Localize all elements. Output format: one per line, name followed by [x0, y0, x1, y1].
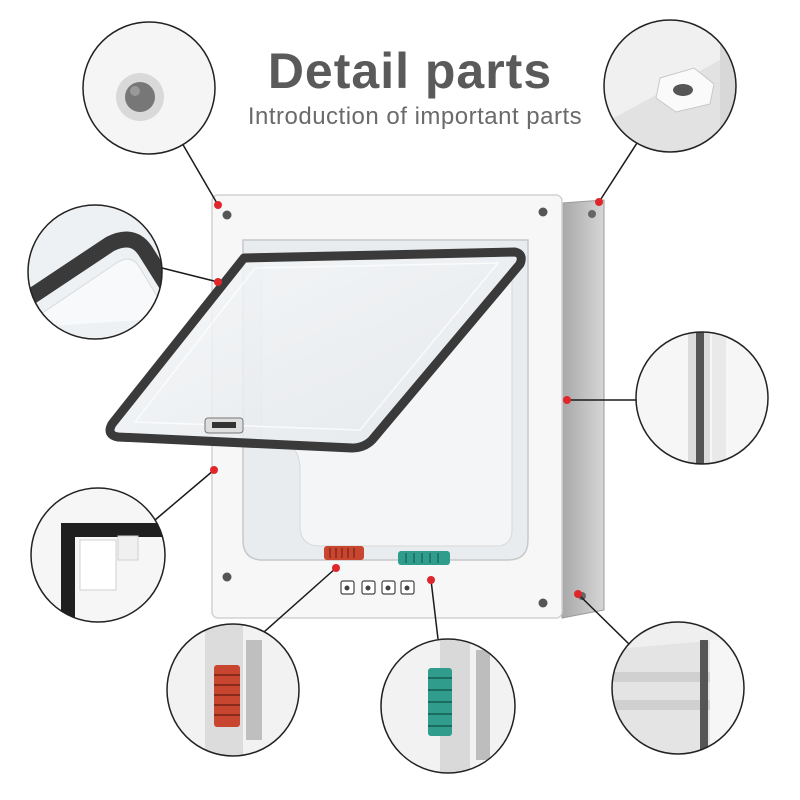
screw-hole — [538, 207, 548, 217]
page-title: Detail parts — [267, 43, 553, 99]
spacer-detail — [603, 19, 737, 153]
screw-hole — [222, 572, 232, 582]
screw-hole-detail — [82, 21, 216, 155]
detail-markers — [210, 198, 603, 598]
red-lock-detail — [166, 623, 300, 757]
flap-corner-detail — [30, 487, 166, 623]
frame-side-seal-detail — [635, 331, 769, 465]
cat-flap — [105, 194, 605, 619]
green-lock — [398, 551, 450, 565]
tunnel-rail-detail — [611, 621, 745, 755]
transparent-flap — [105, 247, 526, 453]
brush-seal-detail — [27, 204, 163, 340]
lock-controls — [324, 546, 450, 595]
leader-lines — [154, 142, 638, 646]
screw-hole — [222, 210, 232, 220]
screw-hole — [538, 598, 548, 608]
green-lock-detail — [380, 638, 516, 774]
page-subtitle: Introduction of important parts — [247, 103, 583, 130]
brush-seal — [105, 247, 526, 453]
